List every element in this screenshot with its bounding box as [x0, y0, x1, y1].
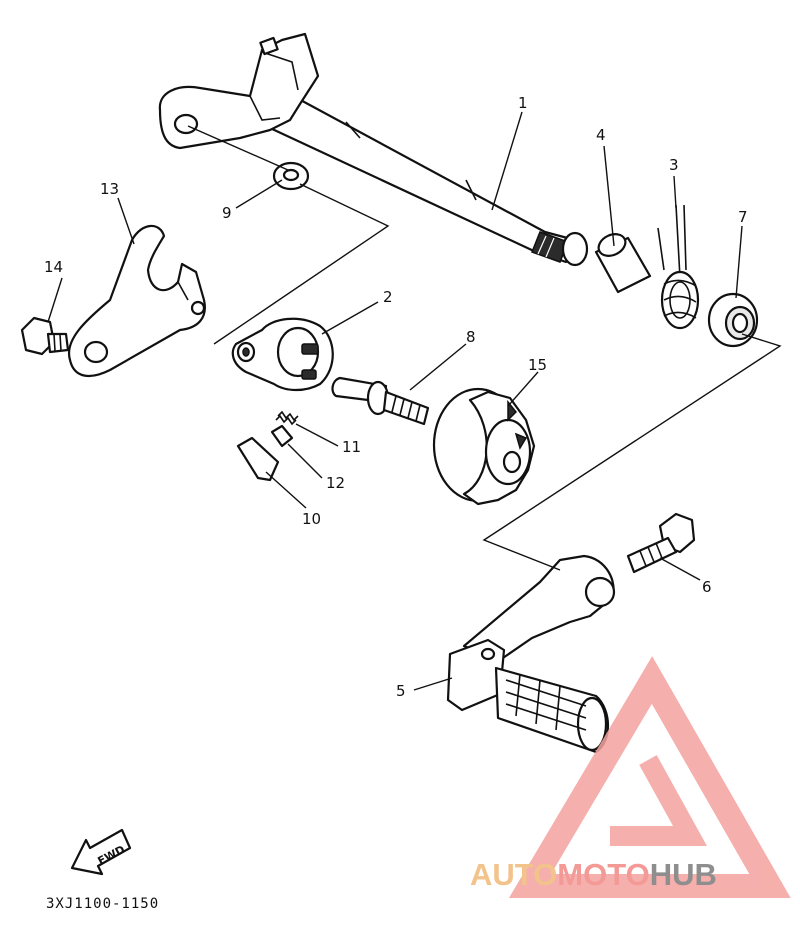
shift-cam-part-15 — [432, 387, 536, 506]
label-part-10: 10 — [302, 510, 321, 528]
segment-part-2 — [231, 317, 334, 392]
oil-seal-part-7 — [707, 292, 759, 348]
part-labels: 1 2 3 4 5 6 7 8 9 10 11 12 13 14 15 — [44, 94, 748, 700]
stopper-lever-part-13 — [67, 224, 206, 378]
label-part-8: 8 — [466, 328, 476, 346]
label-part-2: 2 — [383, 288, 393, 306]
label-part-13: 13 — [100, 180, 119, 198]
alignment-lines — [187, 125, 782, 571]
svg-text:AUTOMOTOHUB: AUTOMOTOHUB — [470, 857, 717, 892]
watermark-moto: MOTO — [557, 857, 649, 892]
label-part-5: 5 — [396, 682, 406, 700]
label-part-9: 9 — [222, 204, 232, 222]
shift-pedal-part-5 — [446, 554, 616, 754]
leader-lines — [47, 111, 743, 691]
diagram-code: 3XJ1100-1150 — [46, 896, 159, 912]
label-part-4: 4 — [596, 126, 606, 144]
label-part-12: 12 — [326, 474, 345, 492]
washer-part-9 — [272, 161, 310, 191]
automotohub-logo-icon — [508, 656, 791, 898]
pin-part-12 — [270, 424, 294, 448]
bolt-part-6 — [626, 512, 696, 574]
plate-part-10 — [236, 436, 280, 482]
watermark-hub: HUB — [650, 857, 717, 892]
label-part-15: 15 — [528, 356, 547, 374]
shift-shaft-part-1 — [158, 32, 589, 267]
label-part-1: 1 — [518, 94, 528, 112]
label-part-6: 6 — [702, 578, 712, 596]
label-part-7: 7 — [738, 208, 748, 226]
collar-part-4 — [594, 233, 652, 294]
spring-part-3 — [657, 204, 700, 330]
label-part-11: 11 — [342, 438, 361, 456]
bolt-part-14 — [20, 316, 70, 356]
label-part-14: 14 — [44, 258, 63, 276]
spring-part-11 — [275, 410, 299, 426]
label-part-3: 3 — [669, 156, 679, 174]
bolt-part-8 — [331, 376, 430, 426]
forward-arrow-icon: FWD — [70, 828, 132, 876]
watermark-auto: AUTO — [470, 857, 557, 892]
watermark-text: AUTOMOTOHUB — [470, 857, 717, 892]
